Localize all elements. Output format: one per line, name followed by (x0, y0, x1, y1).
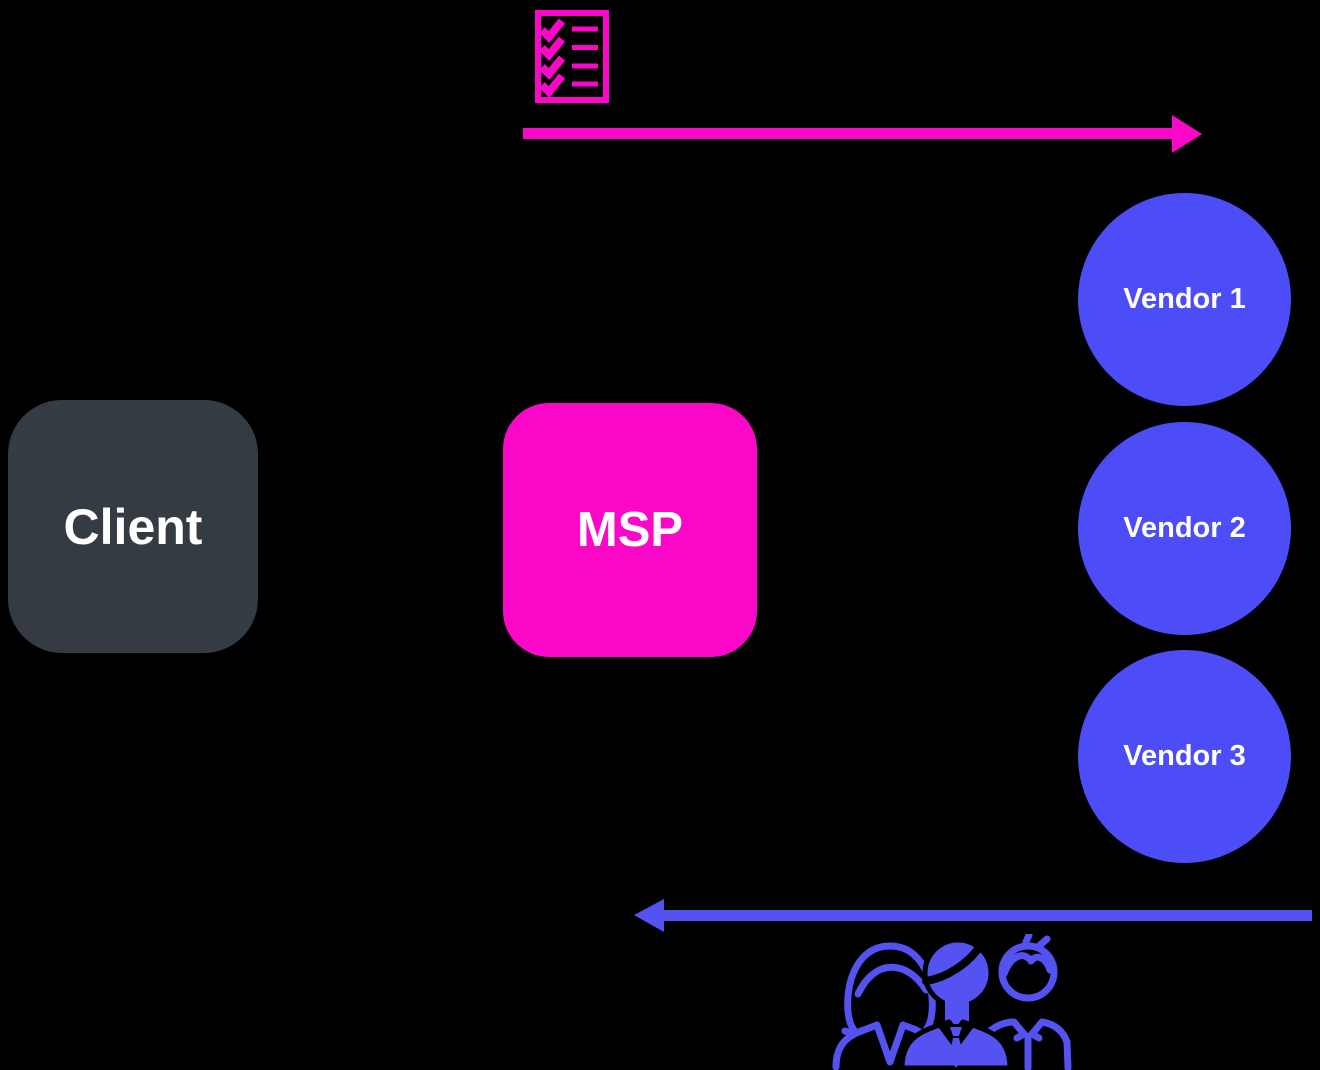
vendor-3-node: Vendor 3 (1078, 650, 1291, 863)
vendor-1-node: Vendor 1 (1078, 193, 1291, 406)
client-label: Client (63, 498, 203, 555)
vendor-2-node: Vendor 2 (1078, 422, 1291, 635)
top-arrow (523, 115, 1202, 153)
client-node: Client (8, 400, 258, 653)
checklist-icon (535, 10, 609, 103)
vendor-2-label: Vendor 2 (1123, 512, 1246, 544)
msp-label: MSP (576, 503, 684, 557)
vendor-3-label: Vendor 3 (1123, 740, 1246, 772)
msp-node: MSP (503, 403, 757, 657)
team-people-icon (832, 934, 1072, 1070)
vendor-1-label: Vendor 1 (1123, 283, 1246, 315)
bottom-arrow (634, 899, 1312, 932)
